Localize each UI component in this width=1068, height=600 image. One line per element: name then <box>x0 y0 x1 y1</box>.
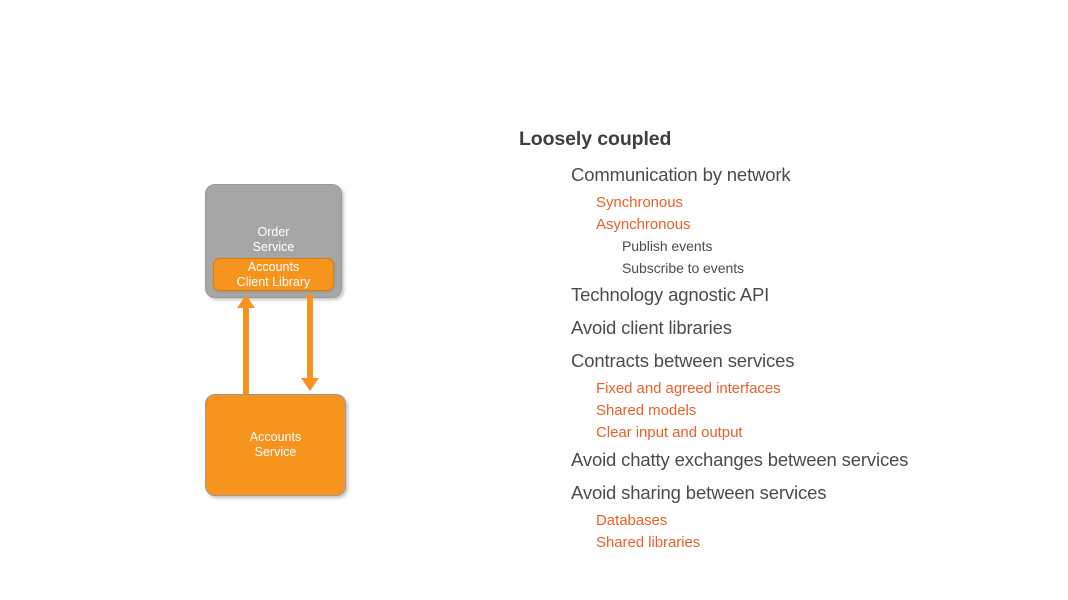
outline-item-level-2[interactable]: Clear input and output <box>596 423 743 441</box>
node-accounts-client-library[interactable]: Accounts Client Library <box>213 258 334 291</box>
outline-item-level-2[interactable]: Shared models <box>596 401 697 419</box>
outline-item-level-1[interactable]: Avoid chatty exchanges between services <box>571 449 909 471</box>
page-title: Loosely coupled <box>519 128 672 150</box>
arrow-stem <box>243 306 249 396</box>
outline-item-level-2[interactable]: Fixed and agreed interfaces <box>596 379 781 397</box>
outline-item-level-1[interactable]: Communication by network <box>571 164 791 185</box>
outline-item-level-2[interactable]: Asynchronous <box>596 216 691 234</box>
architecture-diagram: Order Service Accounts Client Library Ac… <box>0 0 500 600</box>
node-accounts-service[interactable]: Accounts Service <box>205 394 346 496</box>
outline-item-level-1[interactable]: Contracts between services <box>571 349 795 371</box>
outline-item-level-2[interactable]: Databases <box>596 512 668 529</box>
arrow-head-down-icon <box>301 378 319 391</box>
arrow-stem <box>307 294 313 379</box>
outline-item-level-1[interactable]: Technology agnostic API <box>571 283 770 305</box>
node-accounts-service-label: Accounts Service <box>249 430 302 459</box>
outline-panel: Loosely coupled Communication by network… <box>519 128 1049 554</box>
outline-item-level-3[interactable]: Publish events <box>622 238 713 255</box>
outline-item-level-2[interactable]: Shared libraries <box>596 534 701 552</box>
outline-item-level-1[interactable]: Avoid client libraries <box>571 316 732 338</box>
outline-item-level-3[interactable]: Subscribe to events <box>622 259 745 276</box>
outline-item-level-2[interactable]: Synchronous <box>596 193 684 211</box>
outline-item-level-1[interactable]: Avoid sharing between services <box>571 482 827 504</box>
node-accounts-client-library-label: Accounts Client Library <box>236 259 311 289</box>
node-order-service-label: Order Service <box>252 225 295 254</box>
arrow-head-up-icon <box>237 295 255 308</box>
